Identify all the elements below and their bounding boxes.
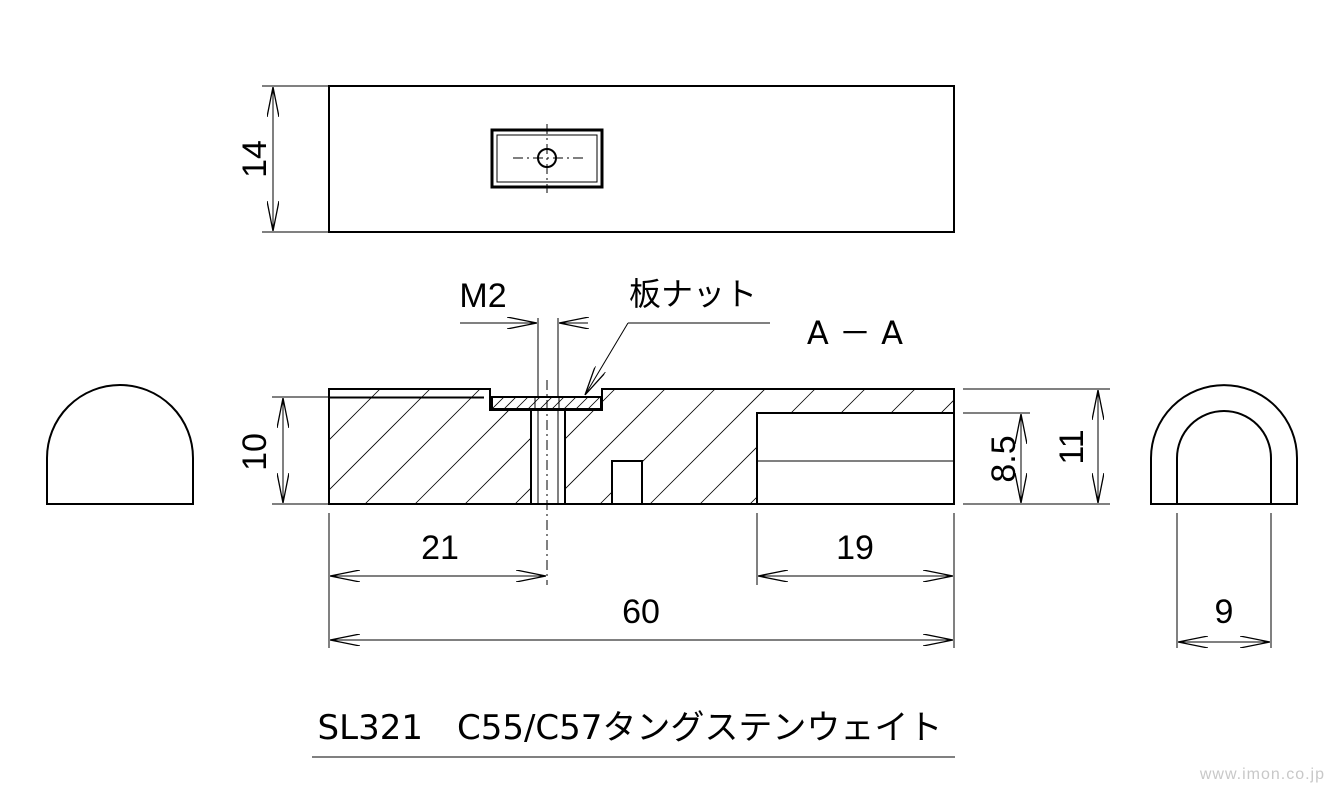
watermark: www.imon.co.jp bbox=[1199, 766, 1325, 783]
left-end-view bbox=[46, 384, 194, 505]
hatch-line bbox=[576, 398, 588, 408]
hatch-line bbox=[799, 389, 916, 504]
hatch-line bbox=[649, 389, 766, 504]
recess bbox=[756, 412, 954, 504]
hatch-line bbox=[615, 389, 730, 504]
thread-label: M2 bbox=[459, 277, 506, 315]
drawing-title: SL321 C55/C57タングステンウェイト bbox=[318, 708, 943, 748]
dim-overall-height: 11 bbox=[1053, 429, 1091, 464]
section-label: A － A bbox=[807, 314, 903, 352]
hatch-line bbox=[330, 389, 381, 504]
right-end-view: 9 bbox=[1150, 384, 1298, 648]
dim-end-width: 9 bbox=[1215, 593, 1234, 631]
top-view: 14 bbox=[236, 85, 955, 233]
hatch-line bbox=[749, 389, 866, 504]
hatch-line bbox=[540, 398, 552, 408]
section-view: M2 板ナット A － A 10 8.5 11 21 19 60 bbox=[236, 275, 1110, 648]
hatch-line bbox=[552, 398, 564, 408]
hatch-line bbox=[849, 389, 955, 504]
hatch-line bbox=[516, 398, 528, 408]
hatch-line bbox=[565, 389, 566, 504]
hatch-left bbox=[330, 389, 730, 504]
top-view-outline bbox=[328, 85, 955, 233]
right-profile bbox=[1150, 384, 1298, 505]
dim-left-offset: 21 bbox=[421, 529, 459, 567]
hatch-line bbox=[528, 398, 540, 408]
nut-pocket-inner bbox=[496, 134, 598, 183]
plate-nut-label: 板ナット bbox=[629, 275, 757, 313]
hatch-line bbox=[588, 398, 600, 408]
hatch-line bbox=[565, 389, 666, 504]
dim-height-left: 10 bbox=[236, 433, 274, 471]
dim-right-recess: 19 bbox=[836, 529, 874, 567]
nut-leader bbox=[585, 322, 629, 395]
dim-top-width: 14 bbox=[236, 140, 274, 178]
hatch-line bbox=[493, 398, 504, 408]
hatch-line bbox=[330, 389, 431, 504]
hatch-line bbox=[414, 389, 530, 504]
left-profile bbox=[46, 384, 194, 505]
small-slot bbox=[611, 460, 643, 504]
hatch-line bbox=[364, 389, 481, 504]
hatch-line bbox=[612, 397, 624, 409]
hatch-line bbox=[464, 389, 530, 504]
hatch-nut bbox=[493, 397, 624, 409]
hatch-line bbox=[599, 389, 716, 504]
dim-recess-height: 8.5 bbox=[985, 435, 1023, 482]
right-recess-profile bbox=[1176, 410, 1272, 504]
hatch-line bbox=[564, 398, 576, 408]
hatch-line bbox=[565, 389, 680, 504]
dim-overall-length: 60 bbox=[622, 593, 660, 631]
hatch-line bbox=[504, 398, 516, 408]
